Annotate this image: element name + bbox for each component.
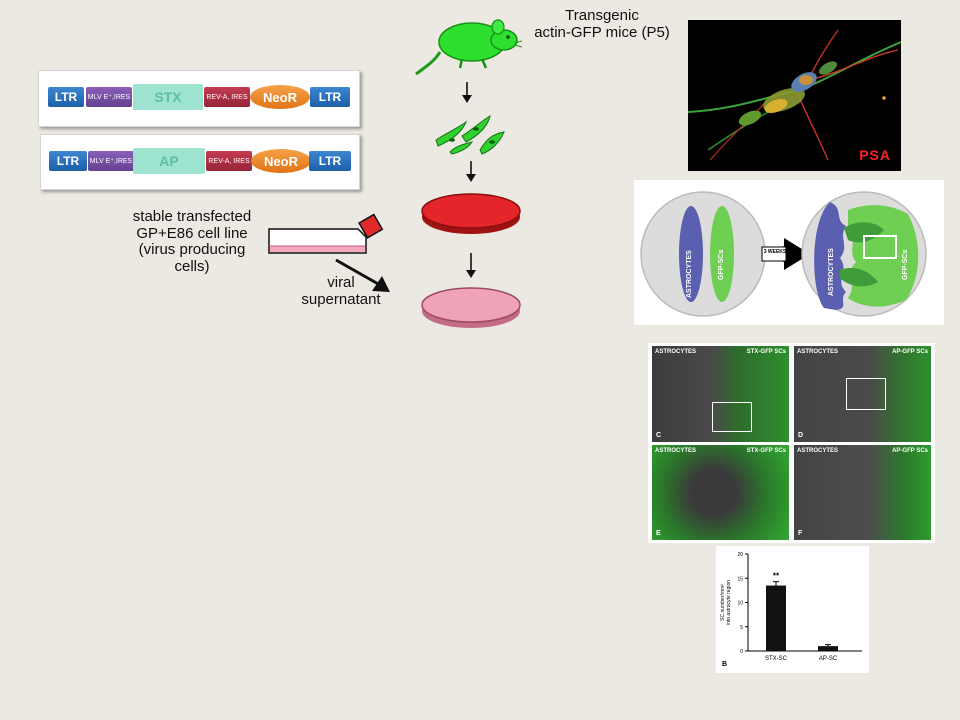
rev-ires-segment: REV-A, IRES	[204, 87, 250, 107]
y-tick-label: 5	[740, 625, 743, 631]
y-tick-label: 20	[737, 552, 743, 558]
cell-line-label: stable transfected GP+E86 cell line (vir…	[132, 208, 252, 275]
panel-left-label: ASTROCYTES	[655, 349, 697, 355]
red-culture-dish	[421, 193, 521, 234]
panel-right-label: STX-GFP SCs	[746, 349, 786, 355]
micrograph-panel-d: ASTROCYTES AP-GFP SCs D	[794, 346, 931, 442]
astrocytes-label-right: ASTROCYTES	[828, 248, 835, 296]
confrontation-assay-diagram: ASTROCYTES GFP-SCs 3 WEEKS ASTROCYTES GF…	[634, 180, 944, 325]
ltr-right-segment: LTR	[310, 87, 350, 107]
panel-letter-b: B	[722, 661, 727, 668]
panel-right-label: AP-GFP SCs	[892, 448, 928, 454]
three-weeks-label: 3 WEEKS	[763, 249, 787, 255]
astrocytes-label-left: ASTROCYTES	[686, 250, 693, 298]
significance-label: **	[773, 572, 780, 581]
mlv-ires-segment: MLV E⁺,IRES	[88, 151, 134, 171]
ltr-left-segment: LTR	[49, 151, 87, 171]
panel-letter: D	[798, 432, 804, 439]
x-tick-label: AP-SC	[819, 656, 838, 662]
psa-label: PSA	[859, 147, 891, 163]
psa-cell-drawing	[688, 29, 901, 161]
x-tick-label: STX-SC	[765, 656, 788, 662]
mice-title: Transgenic actin-GFP mice (P5)	[534, 7, 670, 41]
ap-construct-card: LTR MLV E⁺,IRES AP REV-A, IRES NeoR LTR	[40, 134, 360, 190]
panel-right-label: STX-GFP SCs	[746, 448, 786, 454]
gfp-scs-label-left: GFP-SCs	[718, 249, 725, 280]
stx-construct-card: LTR MLV E⁺,IRES STX REV-A, IRES NeoR LTR	[38, 70, 360, 127]
bar	[766, 585, 786, 651]
panel-letter: F	[798, 530, 803, 537]
panel-right-label: AP-GFP SCs	[892, 349, 928, 355]
panel-left-label: ASTROCYTES	[655, 448, 697, 454]
neor-segment: NeoR	[250, 85, 310, 109]
bar	[818, 646, 838, 651]
pink-culture-dish	[421, 287, 521, 328]
panel-letter: C	[656, 432, 662, 439]
ap-insert-segment: AP	[133, 148, 205, 174]
micrograph-panel-e: ASTROCYTES STX-GFP SCs E	[652, 445, 789, 540]
gfp-mouse-illustration	[415, 19, 522, 76]
y-axis-label: SC number/mm²	[720, 584, 726, 621]
down-arrow-icon	[462, 82, 472, 103]
culture-flask-illustration	[268, 213, 384, 254]
y-axis-label: into astrocyte region	[726, 580, 732, 625]
rev-ires-segment: REV-A, IRES	[206, 151, 252, 171]
micrograph-panel-c: ASTROCYTES STX-GFP SCs C	[652, 346, 789, 442]
y-tick-label: 15	[737, 576, 743, 582]
mlv-ires-segment: MLV E⁺,IRES	[86, 87, 132, 107]
inset-box	[712, 402, 752, 432]
down-arrow-icon	[466, 253, 476, 278]
down-arrow-icon	[466, 161, 476, 182]
micrograph-panel-f: ASTROCYTES AP-GFP SCs F	[794, 445, 931, 540]
y-tick-label: 0	[740, 649, 743, 655]
sc-cells-illustration	[435, 114, 505, 155]
ltr-right-segment: LTR	[309, 151, 351, 171]
inset-box	[846, 378, 886, 410]
gfp-scs-label-right: GFP-SCs	[902, 249, 909, 280]
y-tick-label: 10	[737, 601, 743, 607]
neor-segment: NeoR	[251, 149, 311, 173]
stx-insert-segment: STX	[133, 84, 203, 110]
panel-left-label: ASTROCYTES	[797, 448, 839, 454]
micrograph-grid: ASTROCYTES STX-GFP SCs C ASTROCYTES AP-G…	[648, 343, 935, 543]
psa-micrograph: PSA	[688, 20, 901, 171]
diagonal-arrow-icon	[335, 258, 390, 292]
ltr-left-segment: LTR	[48, 87, 84, 107]
panel-left-label: ASTROCYTES	[797, 349, 839, 355]
panel-letter: E	[656, 530, 661, 537]
viral-supernatant-label: viral supernatant	[301, 274, 381, 308]
